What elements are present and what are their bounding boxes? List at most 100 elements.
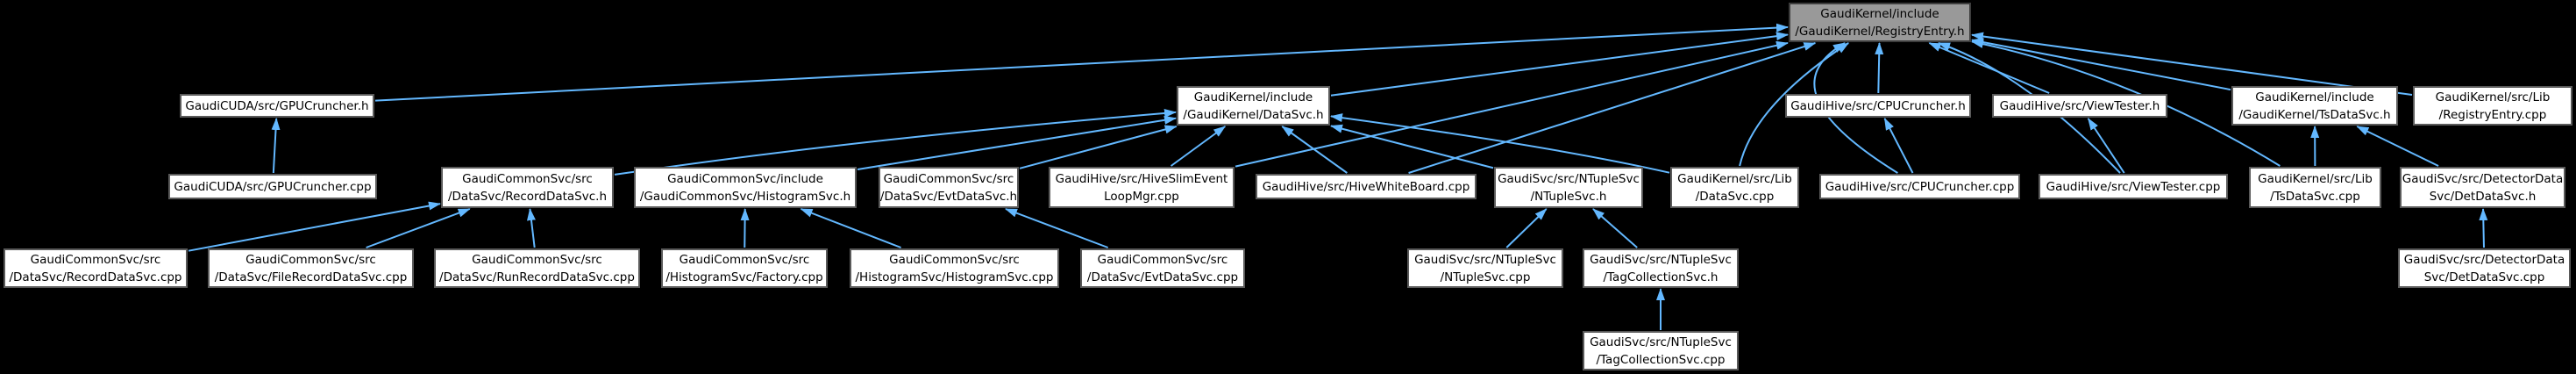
node-viewtester-cpp[interactable]: GaudiHive/src/ViewTester.cpp bbox=[2039, 174, 2228, 199]
node-histogramsvc-h[interactable]: GaudiCommonSvc/include/GaudiCommonSvc/Hi… bbox=[634, 167, 857, 208]
node-label-line: /DataSvc/RecordDataSvc.h bbox=[447, 189, 608, 204]
node-label-line: /NTupleSvc.cpp bbox=[1440, 270, 1531, 284]
node-ntuplesvc-h[interactable]: GaudiSvc/src/NTupleSvc/NTupleSvc.h bbox=[1494, 167, 1643, 208]
edge-datasvc-cpp-to-datasvc-h bbox=[1330, 113, 1670, 174]
node-registryentry-cpp[interactable]: GaudiKernel/src/Lib/RegistryEntry.cpp bbox=[2413, 86, 2572, 126]
node-datasvc-h[interactable]: GaudiKernel/include/GaudiKernel/DataSvc.… bbox=[1177, 86, 1330, 126]
node-label-line: /DataSvc/EvtDataSvc.cpp bbox=[1086, 270, 1239, 284]
node-tagcollectionsvc-cpp[interactable]: GaudiSvc/src/NTupleSvc/TagCollectionSvc.… bbox=[1583, 331, 1739, 370]
node-label-line: /DataSvc.cpp bbox=[1695, 189, 1775, 204]
edge-hivewhiteboard-cpp-to-registry-entry-h bbox=[1408, 42, 1817, 174]
node-label-line: GaudiCommonSvc/src bbox=[889, 252, 1020, 267]
edge-viewtester-cpp-to-registry-entry-h bbox=[1938, 42, 2121, 174]
node-cpucruncher-hive-h[interactable]: GaudiHive/src/CPUCruncher.h bbox=[1785, 94, 1971, 118]
node-label-line: /TagCollectionSvc.cpp bbox=[1596, 352, 1726, 367]
node-evtdatasvc-h[interactable]: GaudiCommonSvc/src/DataSvc/EvtDataSvc.h bbox=[879, 167, 1019, 208]
edge-ntuplesvc-h-to-datasvc-h bbox=[1330, 124, 1494, 169]
node-recorddatasvc-h[interactable]: GaudiCommonSvc/src/DataSvc/RecordDataSvc… bbox=[441, 167, 614, 208]
node-label-line: GaudiCommonSvc/include bbox=[667, 171, 823, 186]
node-label-line: /DataSvc/EvtDataSvc.h bbox=[879, 189, 1018, 204]
node-label-line: GaudiHive/src/HiveWhiteBoard.cpp bbox=[1262, 179, 1470, 194]
edge-histogramsvc-cpp-to-histogramsvc-h bbox=[800, 208, 901, 248]
node-label-line: /DataSvc/RecordDataSvc.cpp bbox=[9, 270, 182, 284]
node-datasvc-cpp[interactable]: GaudiKernel/src/Lib/DataSvc.cpp bbox=[1670, 167, 1799, 208]
edge-evtdatasvc-cpp-to-evtdatasvc-h bbox=[1005, 208, 1109, 248]
node-label-line: GaudiHive/src/HiveSlimEvent bbox=[1055, 171, 1228, 186]
node-label-line: GaudiKernel/include bbox=[1193, 90, 1313, 104]
node-label-line: /TagCollectionSvc.h bbox=[1603, 270, 1719, 284]
node-label-line: GaudiCommonSvc/src bbox=[679, 252, 810, 267]
edge-hiveslimeventloopmgr-cpp-to-datasvc-h bbox=[1171, 126, 1227, 167]
node-label-line: /NTupleSvc.h bbox=[1530, 189, 1607, 204]
node-label-line: GaudiCommonSvc/src bbox=[30, 252, 161, 267]
node-label-line: GaudiSvc/src/NTupleSvc bbox=[1590, 252, 1732, 267]
node-label-line: GaudiCommonSvc/src bbox=[246, 252, 376, 267]
node-label-line: GaudiKernel/include bbox=[2255, 90, 2374, 104]
node-label-line: GaudiKernel/include bbox=[1820, 6, 1939, 21]
edge-datasvc-h-to-registry-entry-h bbox=[1330, 32, 1789, 97]
edge-evtdatasvc-h-to-datasvc-h bbox=[1019, 125, 1178, 169]
edge-viewtester-cpp-to-viewtester-h bbox=[2087, 118, 2125, 174]
edge-runrecorddatasvc-cpp-to-recorddatasvc-h bbox=[527, 208, 536, 248]
node-label-line: GaudiSvc/src/NTupleSvc bbox=[1590, 334, 1732, 349]
node-hivewhiteboard-cpp[interactable]: GaudiHive/src/HiveWhiteBoard.cpp bbox=[1256, 174, 1477, 199]
node-label-line: GaudiCUDA/src/GPUCruncher.h bbox=[185, 98, 369, 113]
node-label-line: GaudiSvc/src/DetectorData bbox=[2402, 171, 2564, 186]
node-label-line: GaudiHive/src/CPUCruncher.cpp bbox=[1825, 179, 2015, 194]
node-label-line: LoopMgr.cpp bbox=[1104, 189, 1179, 204]
node-cpucruncher-cpp[interactable]: GaudiHive/src/CPUCruncher.cpp bbox=[1819, 174, 2020, 199]
node-label-line: GaudiCommonSvc/src bbox=[472, 252, 602, 267]
node-label-line: /GaudiKernel/DataSvc.h bbox=[1183, 107, 1324, 122]
edge-registryentry-cpp-to-registry-entry-h bbox=[1971, 32, 2413, 96]
node-label-line: /HistogramSvc/HistogramSvc.cpp bbox=[855, 270, 1054, 284]
edge-cpucruncher-cpp-to-cpucruncher-hive-h bbox=[1883, 118, 1914, 174]
edge-filerecorddatasvc-cpp-to-recorddatasvc-h bbox=[366, 208, 471, 248]
edge-tagcollectionsvc-h-to-ntuplesvc-h bbox=[1592, 208, 1638, 248]
node-label-line: GaudiSvc/src/DetectorData bbox=[2403, 252, 2565, 267]
node-tagcollectionsvc-h[interactable]: GaudiSvc/src/NTupleSvc/TagCollectionSvc.… bbox=[1583, 248, 1739, 288]
node-label-line: GaudiSvc/src/NTupleSvc bbox=[1414, 252, 1556, 267]
edge-recorddatasvc-cpp-to-recorddatasvc-h bbox=[188, 201, 441, 252]
node-label-line: GaudiHive/src/CPUCruncher.h bbox=[1790, 98, 1966, 113]
edge-detdatasvc-h-to-tsdatasvc-h bbox=[2356, 126, 2439, 167]
node-factory-cpp[interactable]: GaudiCommonSvc/src/HistogramSvc/Factory.… bbox=[661, 248, 828, 288]
edge-ntuplesvc-cpp-to-ntuplesvc-h bbox=[1505, 208, 1548, 248]
node-label-line: GaudiSvc/src/NTupleSvc bbox=[1498, 171, 1640, 186]
node-gpucruncher-cpp[interactable]: GaudiCUDA/src/GPUCruncher.cpp bbox=[168, 174, 377, 199]
node-filerecorddatasvc-cpp[interactable]: GaudiCommonSvc/src/DataSvc/FileRecordDat… bbox=[208, 248, 414, 288]
node-label-line: GaudiKernel/src/Lib bbox=[1677, 171, 1792, 186]
node-label-line: GaudiCUDA/src/GPUCruncher.cpp bbox=[174, 179, 372, 194]
node-viewtester-h[interactable]: GaudiHive/src/ViewTester.h bbox=[1992, 94, 2167, 118]
node-tsdatasvc-cpp[interactable]: GaudiKernel/src/Lib/TsDataSvc.cpp bbox=[2249, 167, 2381, 208]
node-label-line: /DataSvc/FileRecordDataSvc.cpp bbox=[214, 270, 408, 284]
node-runrecorddatasvc-cpp[interactable]: GaudiCommonSvc/src/DataSvc/RunRecordData… bbox=[434, 248, 640, 288]
edge-datasvc-cpp-to-registry-entry-h bbox=[1739, 42, 1850, 167]
edge-cpucruncher-hive-h-to-registry-entry-h bbox=[1875, 42, 1884, 94]
node-label-line: GaudiCommonSvc/src bbox=[1097, 252, 1228, 267]
node-label-line: /RegistryEntry.cpp bbox=[2438, 107, 2547, 122]
edge-gpucruncher-h-to-registry-entry-h bbox=[374, 23, 1789, 102]
edge-hiveslimeventloopmgr-cpp-to-registry-entry-h bbox=[1235, 40, 1789, 168]
node-label-line: /GaudiKernel/TsDataSvc.h bbox=[2238, 107, 2391, 122]
node-evtdatasvc-cpp[interactable]: GaudiCommonSvc/src/DataSvc/EvtDataSvc.cp… bbox=[1080, 248, 1245, 288]
node-label-line: GaudiHive/src/ViewTester.cpp bbox=[2046, 179, 2221, 194]
node-histogramsvc-cpp[interactable]: GaudiCommonSvc/src/HistogramSvc/Histogra… bbox=[850, 248, 1059, 288]
node-label-line: GaudiKernel/src/Lib bbox=[2435, 90, 2551, 104]
node-label-line: /GaudiKernel/RegistryEntry.h bbox=[1795, 24, 1965, 39]
node-gpucruncher-h[interactable]: GaudiCUDA/src/GPUCruncher.h bbox=[180, 94, 374, 118]
node-recorddatasvc-cpp[interactable]: GaudiCommonSvc/src/DataSvc/RecordDataSvc… bbox=[4, 248, 188, 288]
node-ntuplesvc-cpp[interactable]: GaudiSvc/src/NTupleSvc/NTupleSvc.cpp bbox=[1407, 248, 1563, 288]
edge-viewtester-h-to-registry-entry-h bbox=[1928, 42, 2050, 94]
edge-detdatasvc-cpp-to-detdatasvc-h bbox=[2479, 208, 2488, 248]
node-label-line: GaudiCommonSvc/src bbox=[462, 171, 593, 186]
node-tsdatasvc-h[interactable]: GaudiKernel/include/GaudiKernel/TsDataSv… bbox=[2231, 86, 2398, 126]
edge-hivewhiteboard-cpp-to-datasvc-h bbox=[1281, 126, 1348, 174]
node-registry-entry-h[interactable]: GaudiKernel/include/GaudiKernel/Registry… bbox=[1789, 3, 1971, 42]
node-label-line: /TsDataSvc.cpp bbox=[2270, 189, 2360, 204]
node-label-line: /GaudiCommonSvc/HistogramSvc.h bbox=[639, 189, 851, 204]
